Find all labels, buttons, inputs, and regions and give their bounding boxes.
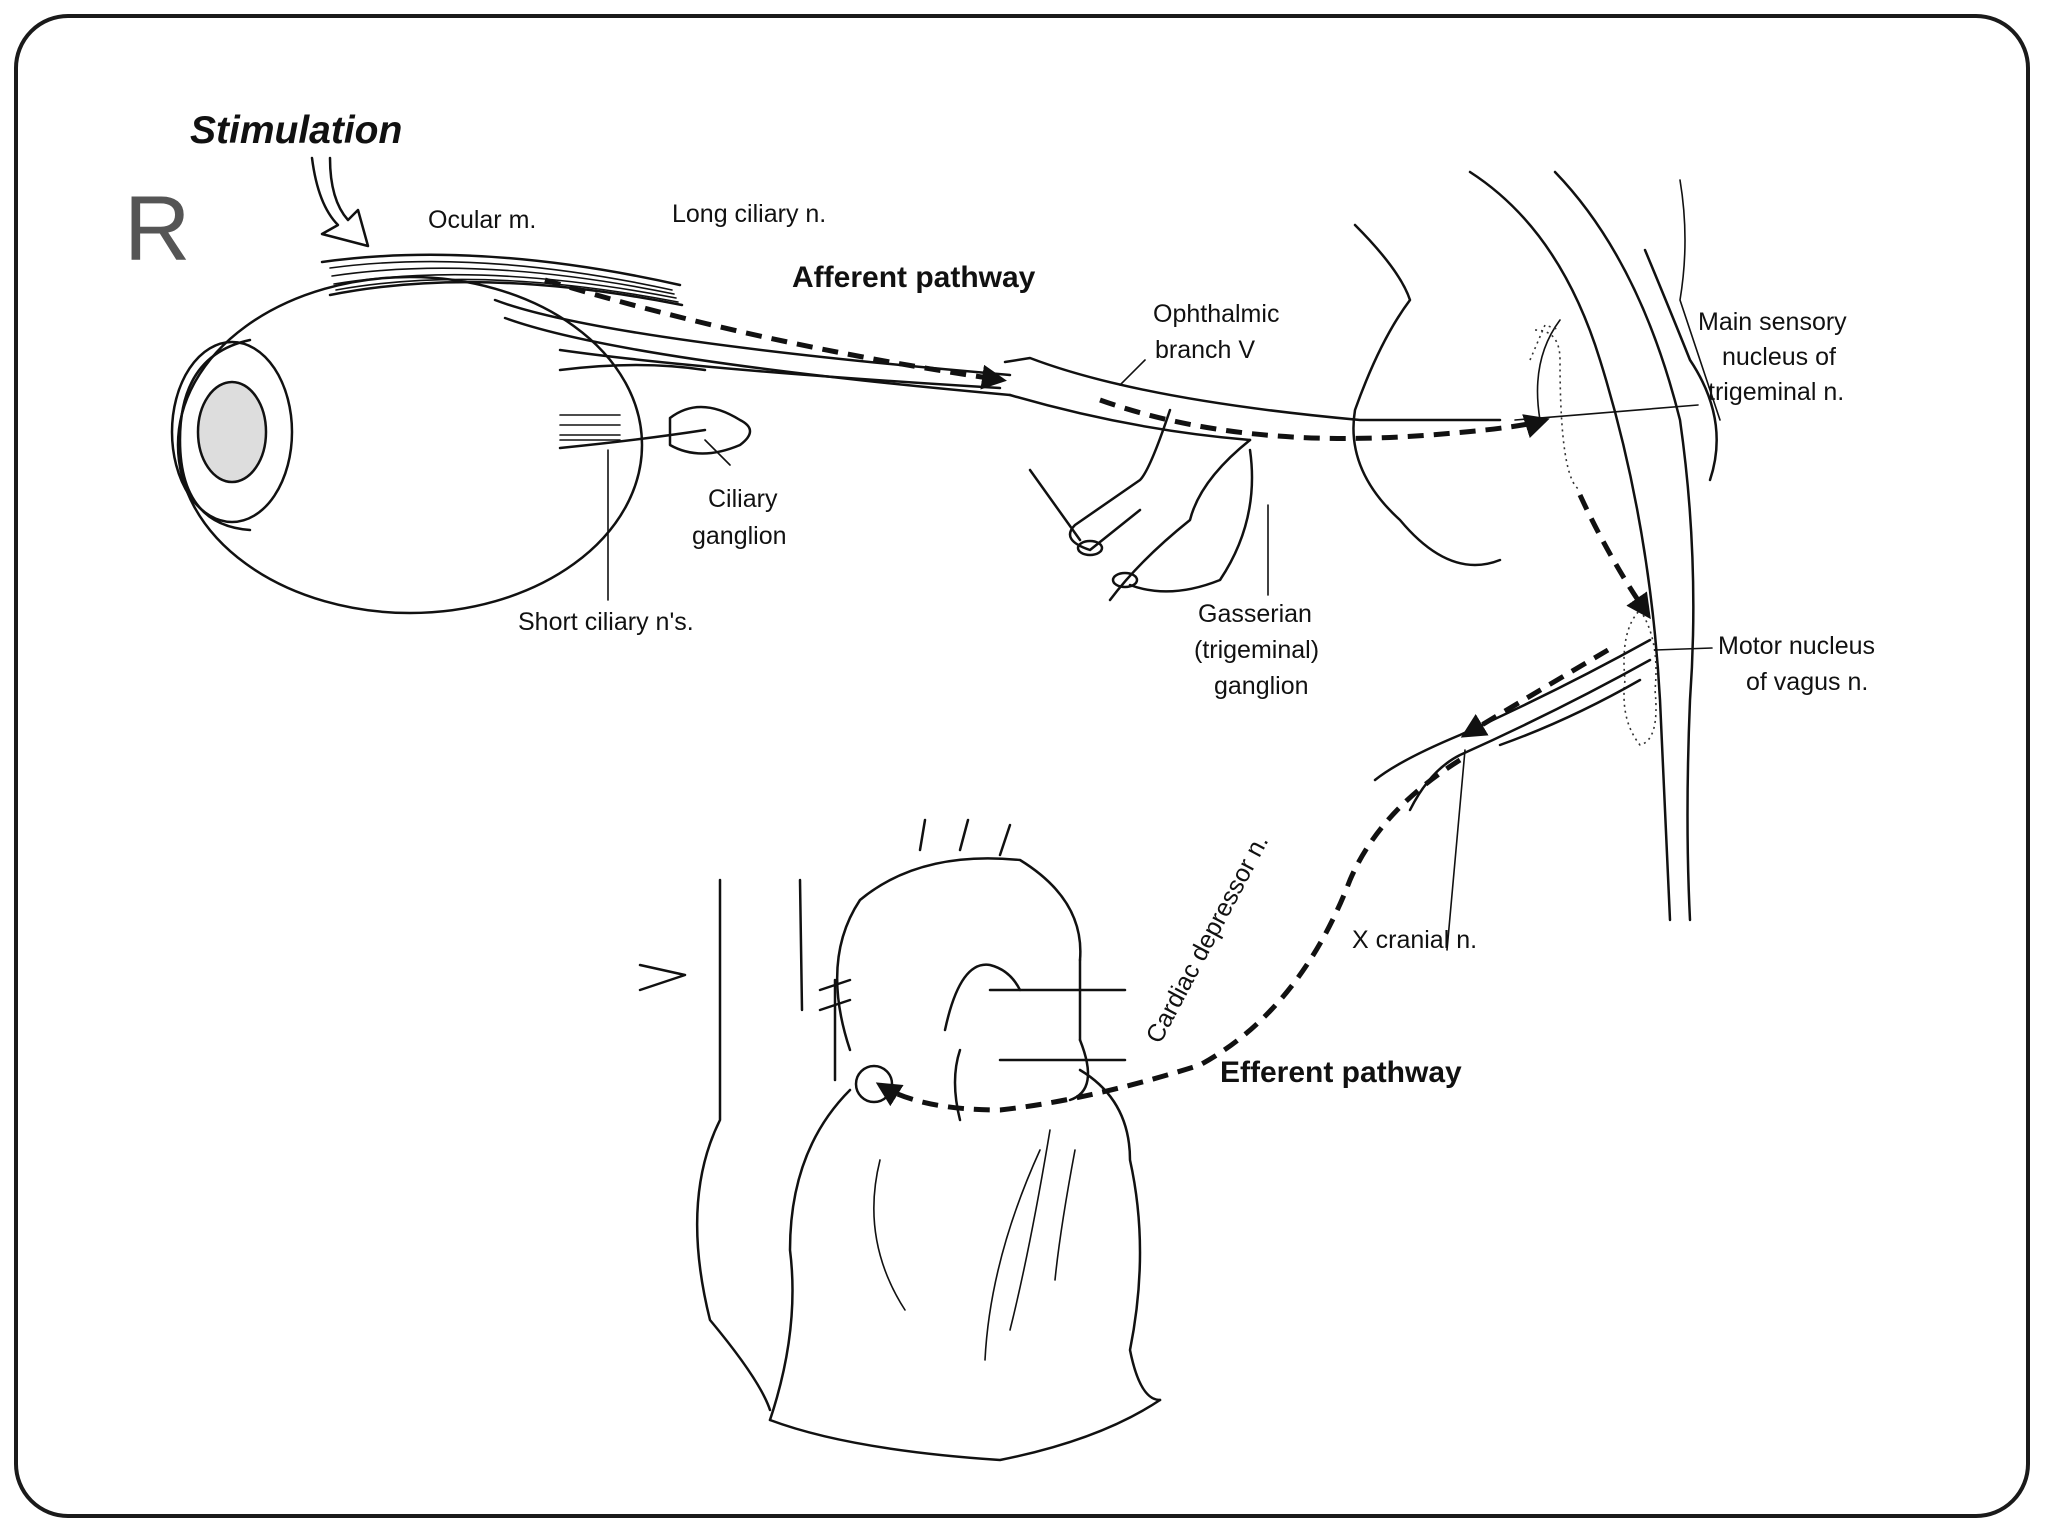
heart [638,818,1162,1462]
x-cranial-label: X cranial n. [1352,926,1477,954]
eyeball [170,275,644,615]
ocular-muscle [320,253,684,307]
ciliary-ganglion [668,405,752,466]
efferent-pathway-label: Efferent pathway [1220,1056,1462,1089]
brainstem [1468,170,1721,922]
gasserian-ganglion [1352,223,1502,567]
ocular-muscle-label: Ocular m. [428,206,536,234]
motor-nucleus-label-2: of vagus n. [1746,668,1868,696]
ciliary-ganglion-label-2: ganglion [692,522,787,550]
long-ciliary-label: Long ciliary n. [672,200,826,228]
gasserian-label-2: (trigeminal) [1194,636,1319,664]
stimulation-arrow [310,156,370,248]
ophthalmic-branch-v [1003,356,1502,602]
pupil [196,380,268,484]
ophthalmic-label-1: Ophthalmic [1153,300,1279,328]
long-ciliary-nerve [493,298,1012,397]
short-ciliary-nerves [558,363,707,601]
short-ciliary-label: Short ciliary n's. [518,608,694,636]
afferent-arrow-eye [544,277,1007,390]
internuclear-arrow [1577,493,1651,620]
motor-nucleus-leader [1654,647,1713,651]
sinoatrial-node [854,1064,894,1104]
afferent-pathway-label: Afferent pathway [792,261,1036,294]
efferent-arrow-vagus [1460,647,1610,738]
slide-title-fragment: R [124,178,190,280]
gasserian-label-3: ganglion [1214,672,1309,700]
ciliary-ganglion-label-1: Ciliary [708,485,778,513]
main-sensory-label-3: trigeminal n. [1708,378,1844,406]
ophthalmic-label-2: branch V [1155,336,1255,364]
gasserian-label-1: Gasserian [1198,600,1312,628]
cardiac-depressor-label: Cardiac depressor n. [1141,830,1275,1048]
main-sensory-label-2: nucleus of [1722,343,1836,371]
stimulation-label: Stimulation [190,109,402,152]
main-sensory-leader [1514,404,1699,421]
slide-frame [14,14,2030,1518]
afferent-arrow-trigeminal [1099,397,1550,441]
main-sensory-label-1: Main sensory [1698,308,1847,336]
motor-nucleus-label-1: Motor nucleus [1718,632,1875,660]
